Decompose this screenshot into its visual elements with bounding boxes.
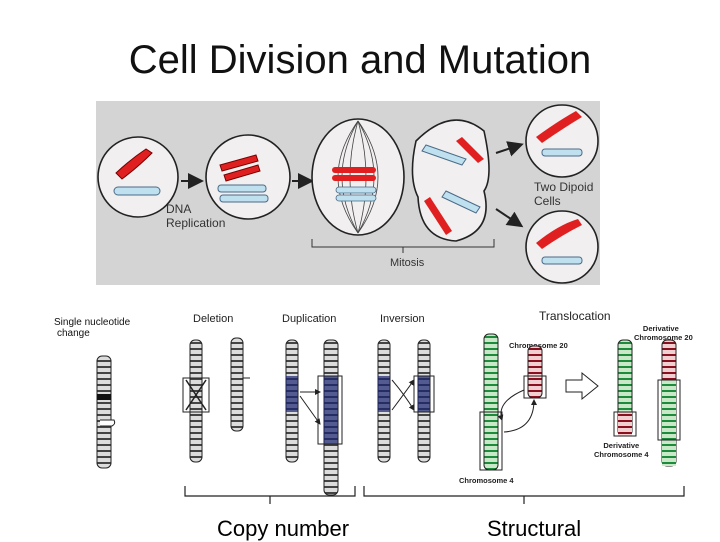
single-nucleotide-chromosome-icon bbox=[97, 356, 115, 468]
deletion-label: Deletion bbox=[193, 313, 233, 325]
dna-replication-label: DNA Replication bbox=[166, 202, 225, 230]
duplication-chromosome-pair-icon bbox=[286, 340, 342, 495]
daughter-cell-top-icon bbox=[526, 105, 598, 177]
copy-number-label: Copy number bbox=[217, 516, 349, 542]
structural-label: Structural bbox=[487, 516, 581, 542]
mutation-chromosomes-diagram bbox=[0, 330, 720, 505]
deletion-chromosome-pair-icon bbox=[183, 338, 250, 462]
cell-4-dividing-icon bbox=[412, 120, 489, 241]
dna-replication-line1: DNA bbox=[166, 202, 225, 216]
cell-3-spindle-icon bbox=[312, 119, 404, 235]
translocation-label: Translocation bbox=[539, 309, 611, 323]
daughter-cell-bottom-icon bbox=[526, 211, 598, 283]
two-cells-label: Two Dipoid Cells bbox=[534, 180, 593, 208]
inversion-chromosome-pair-icon bbox=[378, 340, 434, 462]
dna-replication-line2: Replication bbox=[166, 216, 225, 230]
mitosis-diagram bbox=[96, 101, 600, 285]
duplication-label: Duplication bbox=[282, 313, 336, 325]
mitosis-diagram-panel bbox=[96, 101, 600, 285]
two-cells-line2: Cells bbox=[534, 194, 593, 208]
slide-title: Cell Division and Mutation bbox=[0, 38, 720, 83]
single-nucleotide-line1: Single nucleotide bbox=[54, 317, 130, 328]
mitosis-label: Mitosis bbox=[390, 257, 424, 269]
translocation-diagram-icon bbox=[480, 334, 680, 470]
structural-bracket bbox=[364, 486, 684, 504]
two-cells-line1: Two Dipoid bbox=[534, 180, 593, 194]
inversion-label: Inversion bbox=[380, 313, 425, 325]
